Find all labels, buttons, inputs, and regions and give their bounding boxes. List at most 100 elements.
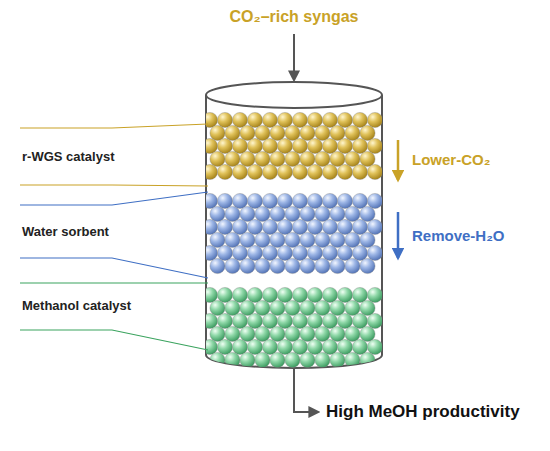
sorbent-bead bbox=[367, 164, 382, 179]
sorbent-bead bbox=[322, 138, 337, 153]
sorbent-bead bbox=[240, 258, 255, 273]
sorbent-bead bbox=[225, 232, 240, 247]
sorbent-bead bbox=[345, 352, 360, 367]
sorbent-bead bbox=[247, 164, 262, 179]
sorbent-bead bbox=[232, 245, 247, 260]
sorbent-bead bbox=[292, 164, 307, 179]
sorbent-bead bbox=[217, 339, 232, 354]
sorbent-bead bbox=[352, 219, 367, 234]
effect-label: Remove-H₂O bbox=[412, 227, 505, 244]
sorbent-bead bbox=[330, 300, 345, 315]
sorbent-bead bbox=[337, 112, 352, 127]
sorbent-bead bbox=[315, 151, 330, 166]
sorbent-bead bbox=[217, 245, 232, 260]
bed-label: r-WGS catalyst bbox=[22, 150, 114, 165]
sorbent-bead bbox=[330, 125, 345, 140]
sorbent-bead bbox=[352, 193, 367, 208]
bed-label: Methanol catalyst bbox=[22, 299, 131, 314]
sorbent-bead bbox=[337, 313, 352, 328]
sorbent-bead bbox=[255, 326, 270, 341]
sorbent-bead bbox=[367, 112, 382, 127]
sorbent-bead bbox=[315, 326, 330, 341]
sorbent-bead bbox=[255, 352, 270, 367]
sorbent-bead bbox=[307, 112, 322, 127]
sorbent-bead bbox=[202, 245, 217, 260]
sorbent-bead bbox=[360, 258, 375, 273]
sorbent-bead bbox=[300, 300, 315, 315]
sorbent-bead bbox=[300, 352, 315, 367]
sorbent-bead bbox=[232, 287, 247, 302]
sorbent-bead bbox=[322, 112, 337, 127]
sorbent-bead bbox=[345, 258, 360, 273]
sorbent-bead bbox=[262, 245, 277, 260]
sorbent-bead bbox=[322, 219, 337, 234]
sorbent-bead bbox=[270, 232, 285, 247]
sorbent-bead bbox=[300, 125, 315, 140]
sorbent-bead bbox=[367, 193, 382, 208]
sorbent-bead bbox=[307, 245, 322, 260]
sorbent-bead bbox=[345, 300, 360, 315]
leader-line bbox=[20, 330, 208, 350]
sorbent-bead bbox=[367, 339, 382, 354]
sorbent-bead bbox=[217, 112, 232, 127]
sorbent-bead bbox=[322, 164, 337, 179]
sorbent-bead bbox=[202, 193, 217, 208]
sorbent-bead bbox=[217, 287, 232, 302]
sorbent-bead bbox=[255, 206, 270, 221]
sorbent-bead bbox=[225, 206, 240, 221]
sorbent-bead bbox=[277, 219, 292, 234]
sorbent-bead bbox=[210, 352, 225, 367]
bed-label: Water sorbent bbox=[22, 225, 109, 240]
sorbent-bead bbox=[300, 232, 315, 247]
sorbent-bead bbox=[255, 151, 270, 166]
sorbent-bead bbox=[330, 326, 345, 341]
sorbent-bead bbox=[292, 193, 307, 208]
sorbent-bead bbox=[270, 352, 285, 367]
flow-arrow bbox=[397, 140, 400, 180]
sorbent-bead bbox=[262, 339, 277, 354]
sorbent-bead bbox=[202, 313, 217, 328]
sorbent-bead bbox=[240, 206, 255, 221]
sorbent-bead bbox=[247, 138, 262, 153]
sorbent-bead bbox=[255, 300, 270, 315]
sorbent-bead bbox=[360, 326, 375, 341]
flow-arrow bbox=[397, 212, 400, 258]
sorbent-bead bbox=[202, 219, 217, 234]
sorbent-bead bbox=[210, 151, 225, 166]
sorbent-bead bbox=[330, 258, 345, 273]
sorbent-bead bbox=[217, 138, 232, 153]
leader-line bbox=[20, 185, 208, 186]
sorbent-bead bbox=[292, 245, 307, 260]
sorbent-bead bbox=[247, 193, 262, 208]
sorbent-bead bbox=[232, 339, 247, 354]
sorbent-bead bbox=[262, 138, 277, 153]
sorbent-bead bbox=[277, 339, 292, 354]
sorbent-bead bbox=[307, 287, 322, 302]
sorbent-bead bbox=[247, 313, 262, 328]
sorbent-bead bbox=[210, 232, 225, 247]
sorbent-bead bbox=[240, 151, 255, 166]
sorbent-bead bbox=[330, 232, 345, 247]
reactor-top bbox=[206, 82, 382, 108]
sorbent-bead bbox=[210, 125, 225, 140]
sorbent-bead bbox=[210, 326, 225, 341]
sorbent-bead bbox=[262, 193, 277, 208]
sorbent-bead bbox=[202, 287, 217, 302]
sorbent-bead bbox=[307, 164, 322, 179]
sorbent-bead bbox=[240, 300, 255, 315]
leader-line bbox=[20, 282, 208, 283]
sorbent-bead bbox=[330, 151, 345, 166]
sorbent-bead bbox=[315, 125, 330, 140]
sorbent-bead bbox=[322, 287, 337, 302]
sorbent-bead bbox=[262, 313, 277, 328]
sorbent-bead bbox=[300, 326, 315, 341]
sorbent-bead bbox=[322, 313, 337, 328]
sorbent-bead bbox=[322, 193, 337, 208]
sorbent-bead bbox=[292, 339, 307, 354]
sorbent-bead bbox=[240, 232, 255, 247]
sorbent-bead bbox=[292, 138, 307, 153]
sorbent-bead bbox=[277, 287, 292, 302]
sorbent-bead bbox=[315, 300, 330, 315]
sorbent-bead bbox=[300, 258, 315, 273]
sorbent-bead bbox=[315, 206, 330, 221]
